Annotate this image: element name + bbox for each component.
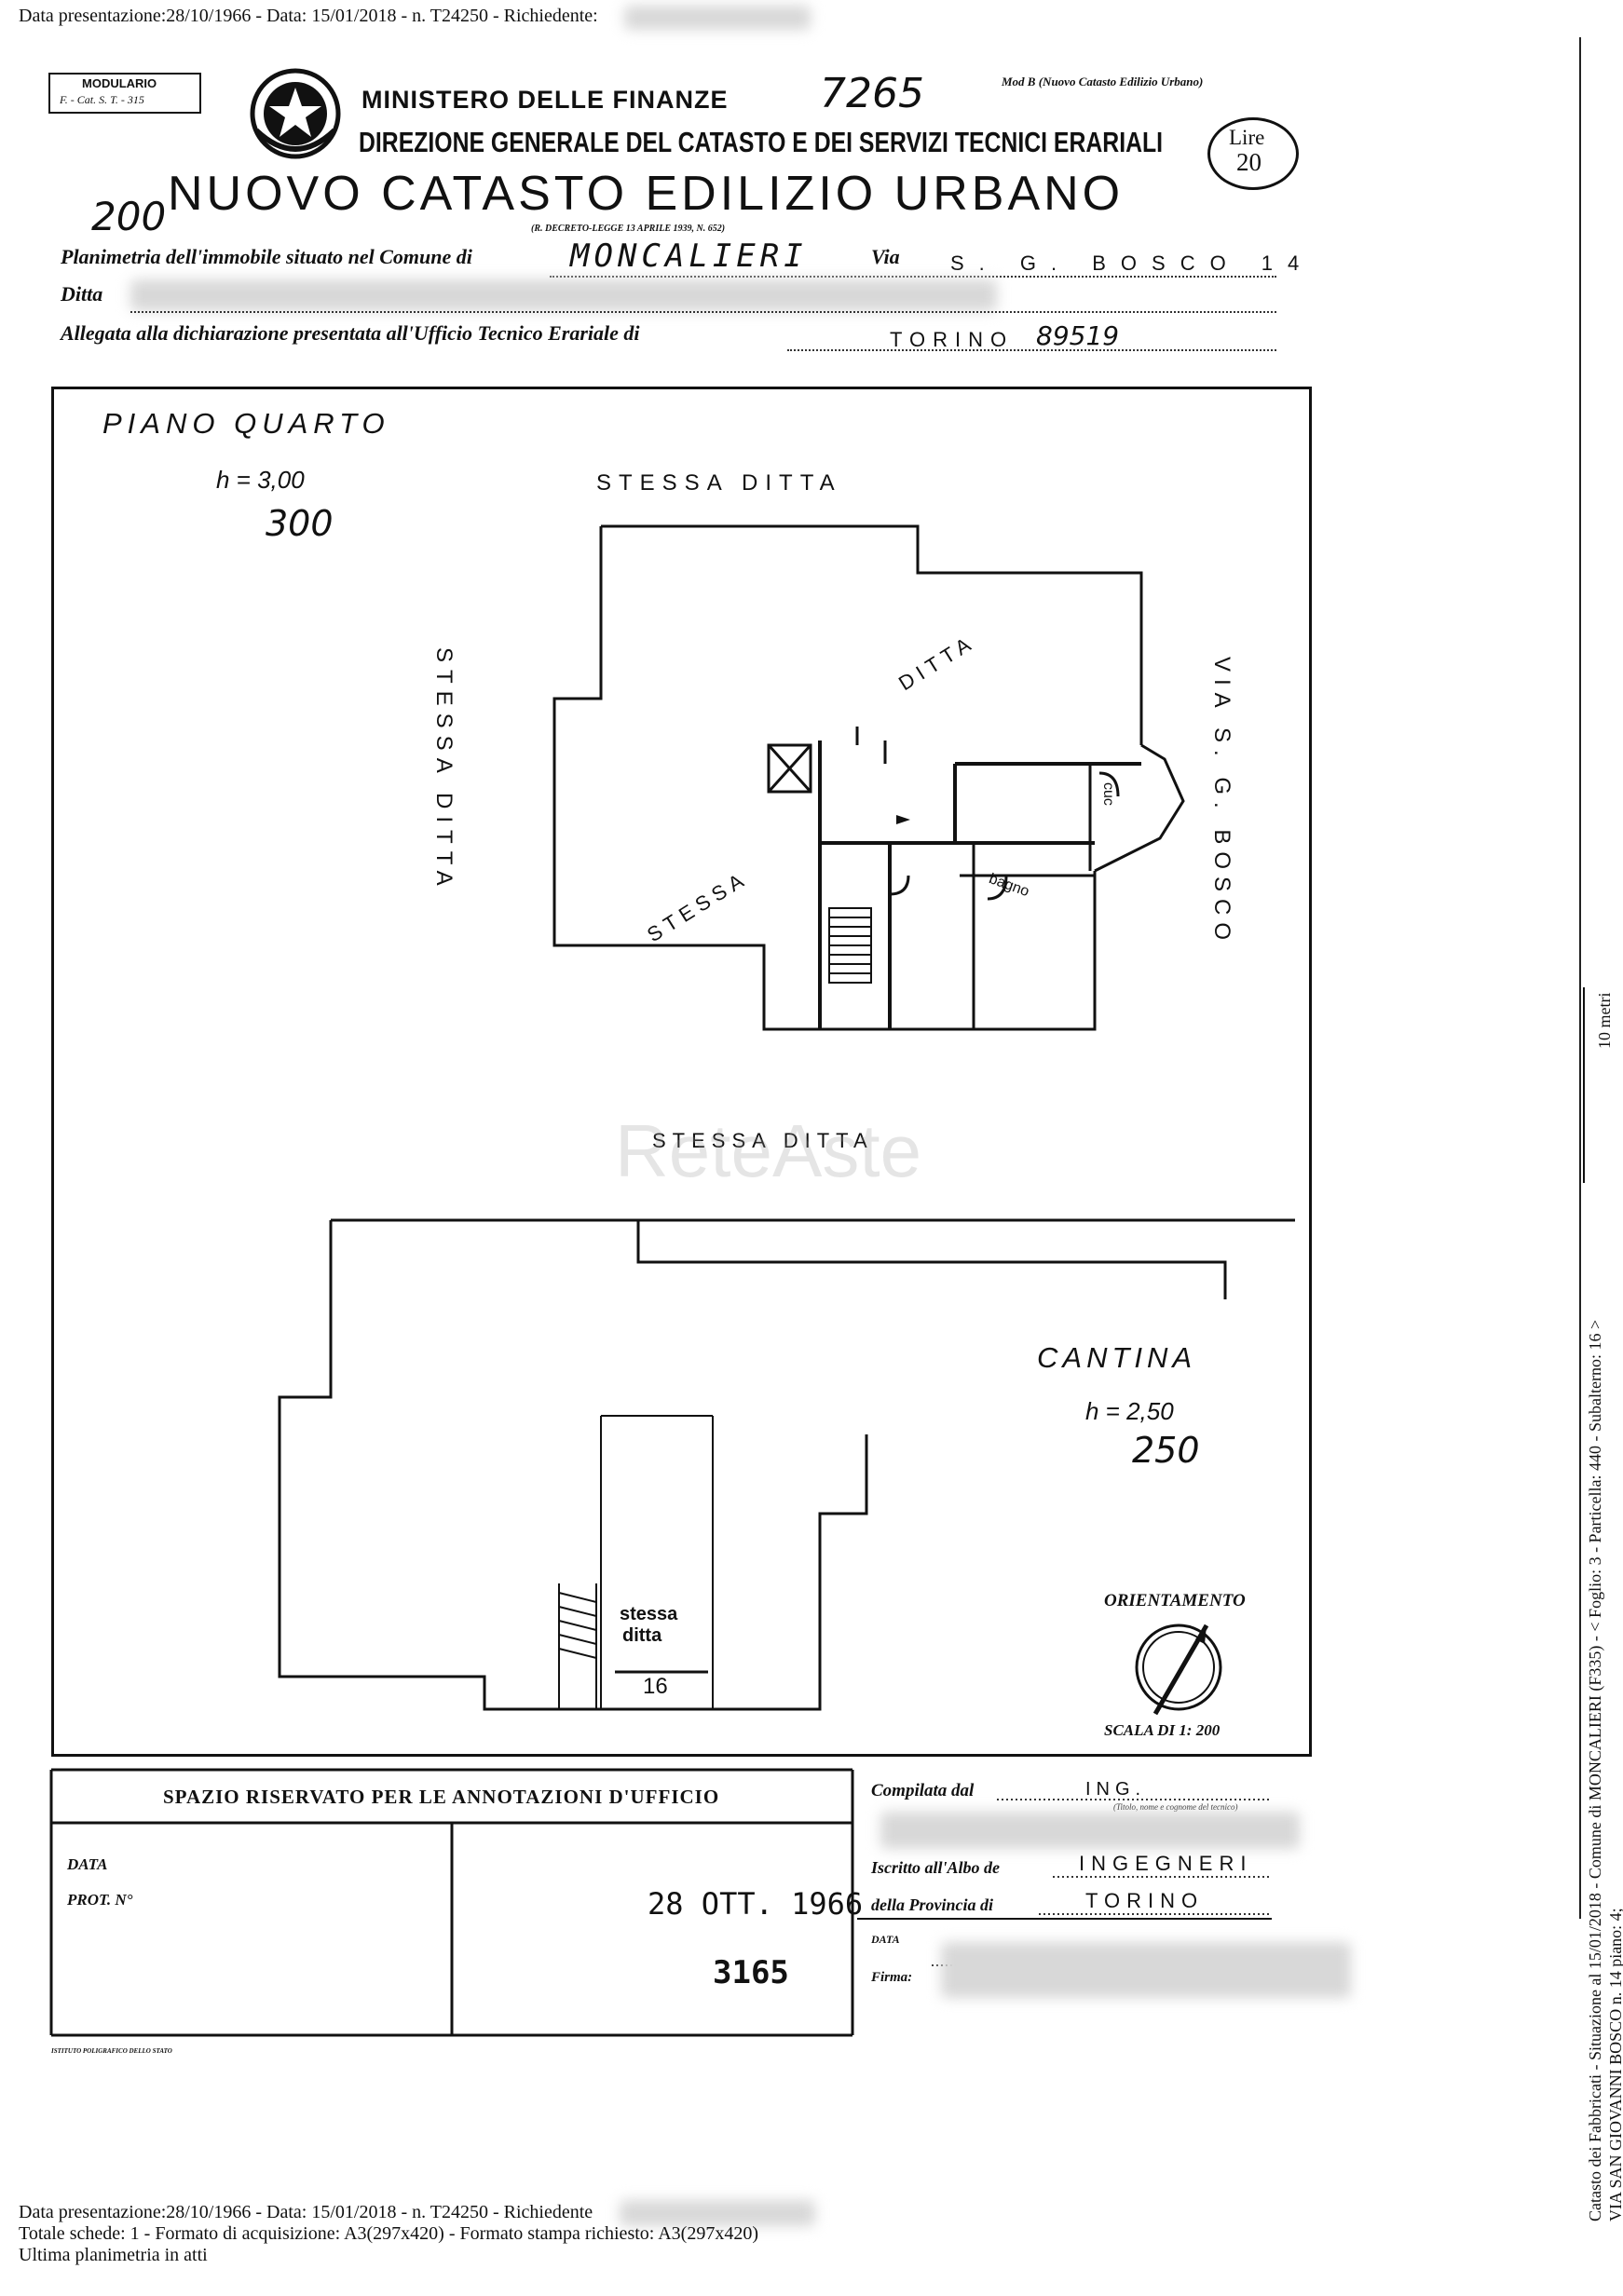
north-compass-icon [1135, 1624, 1222, 1716]
tax-stamp: Lire 20 [1207, 117, 1299, 190]
form-title: NUOVO CATASTO EDILIZIO URBANO [168, 167, 1125, 221]
plan-outline-right [1094, 743, 1185, 873]
stamp-value: 20 [1236, 148, 1262, 176]
direction-name: DIREZIONE GENERALE DEL CATASTO E DEI SER… [359, 126, 1164, 158]
printer-label: ISTITUTO POLIGRAFICO DELLO STATO [51, 2047, 172, 2055]
cantina-height-handwritten: 250 [1132, 1430, 1200, 1471]
watermark: ReteAste [615, 1109, 922, 1192]
orientamento-label: ORIENTAMENTO [1104, 1591, 1246, 1610]
via-label: Via [871, 245, 900, 268]
scale-bar-label: 10 metri [1595, 992, 1614, 1050]
via-value: S. G. BOSCO 14 [950, 251, 1315, 275]
page-right-border [1579, 37, 1581, 1919]
stessa-ditta-top: STESSA DITTA [596, 470, 842, 496]
header-presentation-line: Data presentazione:28/10/1966 - Data: 15… [19, 6, 598, 26]
handwritten-200: 200 [91, 194, 167, 239]
cantina-number: 16 [643, 1674, 668, 1699]
via-side-label: VIA S. G. BOSCO [1209, 657, 1234, 948]
decree-reference: (R. DECRETO-LEGGE 13 APRILE 1939, N. 652… [531, 224, 726, 234]
redacted-requester [624, 6, 811, 30]
footer-presentation-line: Data presentazione:28/10/1966 - Data: 15… [19, 2202, 593, 2222]
footer-ultima-line: Ultima planimetria in atti [19, 2245, 208, 2265]
entry-arrow-icon [896, 815, 910, 824]
stamp-date: 28 OTT. 1966 [648, 1886, 864, 1922]
floor-label: PIANO QUARTO [102, 407, 390, 440]
albo-label: Iscritto all'Albo de [871, 1858, 1001, 1877]
ditta-label: Ditta [61, 282, 103, 306]
cantina-outline-left [278, 1220, 559, 1711]
plan-drawing-frame [51, 387, 1312, 1757]
side-address-line: VIA SAN GIOVANNI BOSCO n. 14 piano: 4; [1606, 1908, 1623, 2221]
floor-height: h = 3,00 [216, 466, 305, 494]
office-prot-label: PROT. N° [67, 1891, 133, 1909]
planimetria-label: Planimetria dell'immobile situato nel Co… [61, 245, 472, 268]
compilata-value: ING. [1085, 1779, 1147, 1800]
redacted-technician [880, 1812, 1300, 1849]
modulario-title: MODULARIO [82, 76, 157, 90]
scale-label: SCALA DI 1: 200 [1104, 1721, 1221, 1739]
reserved-title: SPAZIO RISERVATO PER LE ANNOTAZIONI D'UF… [163, 1786, 720, 1808]
redacted-footer-requester [620, 2200, 815, 2226]
modulario-code: F. - Cat. S. T. - 315 [60, 93, 144, 106]
albo-value: INGEGNERI [1079, 1852, 1253, 1875]
stamp-lire: Lire [1229, 126, 1265, 149]
side-cadastre-line: Catasto dei Fabbricati - Situazione al 1… [1586, 1319, 1604, 2221]
stamp-number: 3165 [713, 1954, 789, 1991]
allegata-label: Allegata alla dichiarazione presentata a… [61, 321, 640, 345]
redacted-owner [130, 279, 997, 311]
cucina-label: cuc [1100, 782, 1116, 806]
ditta-small: ditta [622, 1625, 662, 1646]
plan-outline-left [552, 526, 1097, 1031]
handwritten-number: 7265 [820, 70, 924, 117]
comune-value: MONCALIERI [570, 238, 808, 275]
stessa-ditta-left: STESSA DITTA [431, 647, 457, 893]
stessa-small: stessa [620, 1604, 678, 1624]
cantina-height: h = 2,50 [1085, 1397, 1174, 1425]
titolo-hint: (Titolo, nome e cognome del tecnico) [1113, 1802, 1238, 1812]
ufficio-value: TORINO [890, 328, 1015, 351]
ufficio-number: 89519 [1036, 320, 1120, 351]
office-data2-label: DATA [871, 1933, 900, 1946]
planimetria-dotline [550, 276, 1276, 278]
provincia-label: della Provincia di [871, 1895, 993, 1914]
allegata-dotline [787, 349, 1276, 351]
modulario-box: MODULARIO F. - Cat. S. T. - 315 [48, 73, 201, 114]
floor-height-handwritten: 300 [266, 503, 334, 544]
mod-b-label: Mod B (Nuovo Catasto Edilizio Urbano) [1002, 75, 1204, 88]
footer-totale-line: Totale schede: 1 - Formato di acquisizio… [19, 2223, 758, 2244]
ditta-dotline [130, 311, 1276, 313]
compilata-label: Compilata dal [871, 1781, 975, 1800]
ministry-name: MINISTERO DELLE FINANZE [361, 86, 729, 114]
redacted-signature [941, 1942, 1351, 1998]
office-data-label: DATA [67, 1855, 108, 1873]
cantina-label: CANTINA [1037, 1341, 1197, 1374]
republic-emblem-icon [250, 68, 341, 159]
provincia-value: TORINO [1085, 1889, 1205, 1912]
stessa-ditta-bottom: STESSA DITTA [652, 1129, 874, 1152]
plan-outline-top [601, 524, 1143, 745]
firma-label: Firma: [871, 1970, 913, 1985]
